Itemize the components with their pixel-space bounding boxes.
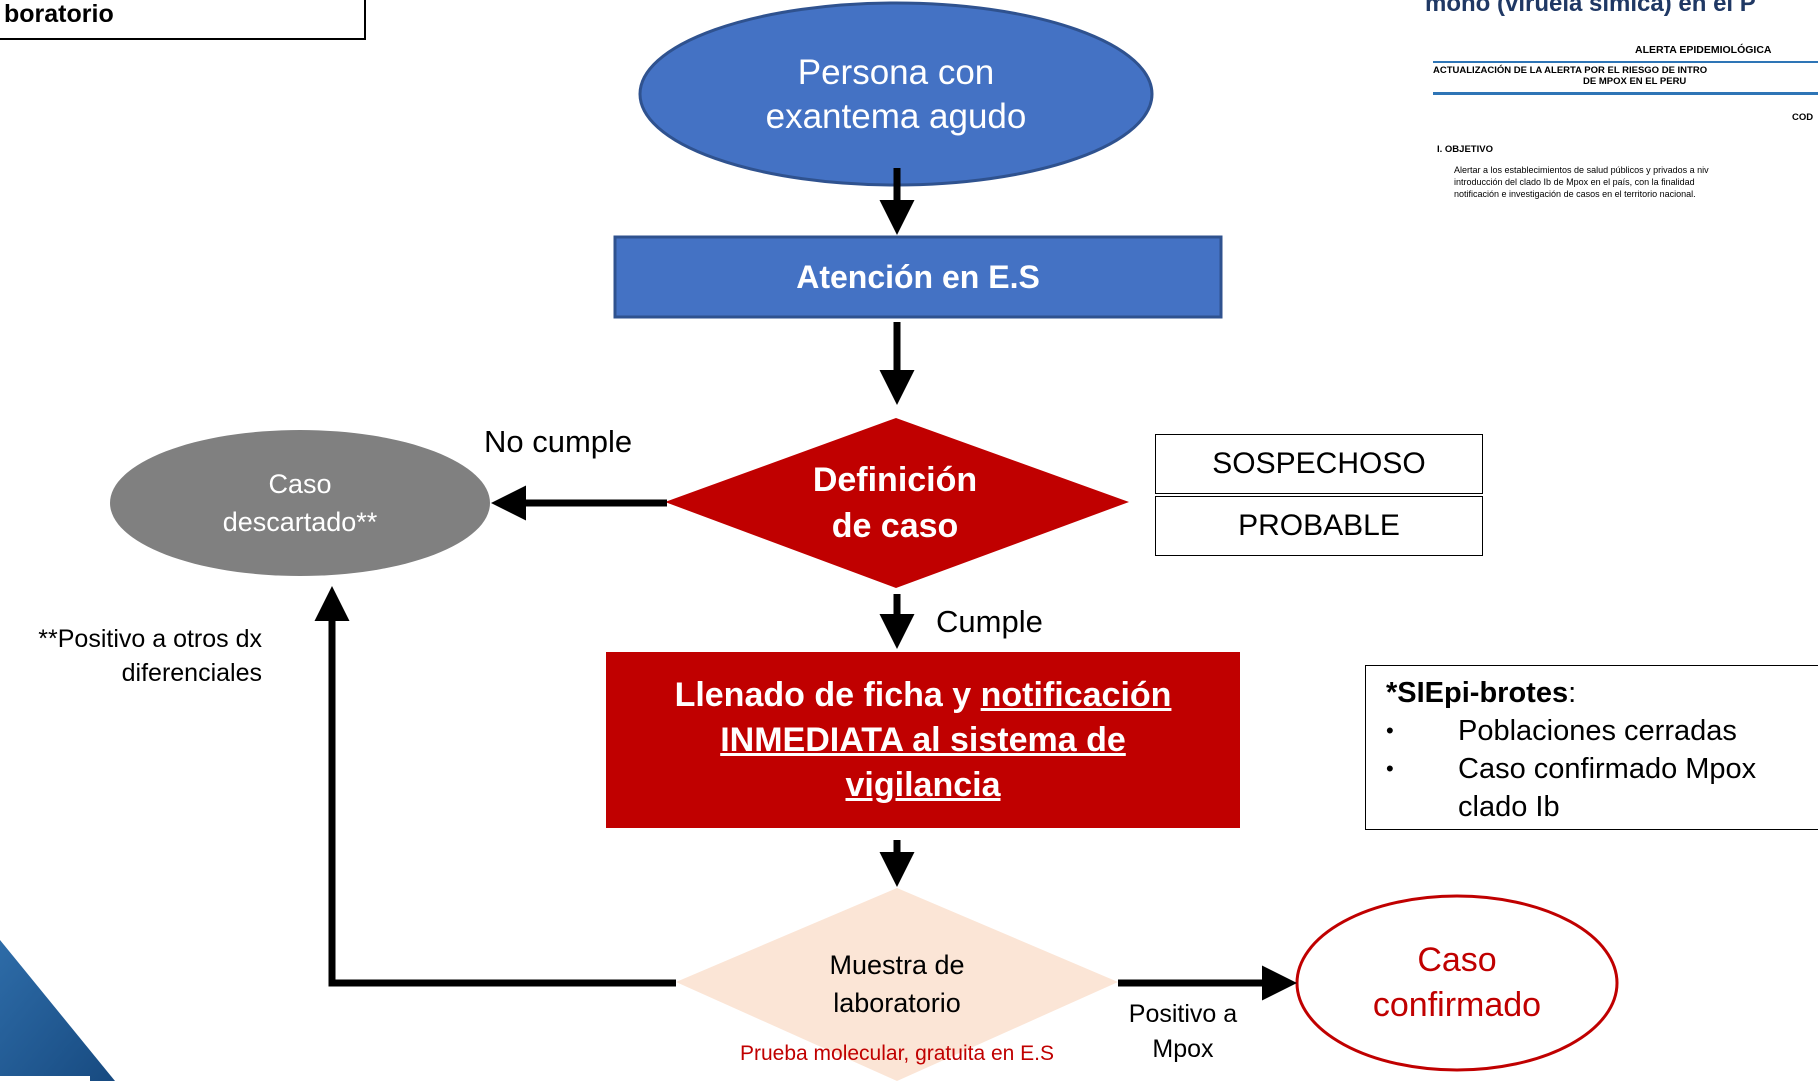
siepi-item: • Poblaciones cerradas [1386, 712, 1818, 750]
llenado-node: Llenado de ficha y notificación INMEDIAT… [606, 652, 1240, 828]
person-node: Persona con exantema agudo [640, 40, 1152, 150]
positivo-otros-label: **Positivo a otros dx diferenciales [10, 622, 262, 690]
positivo-mpox-label: Positivo a Mpox [1098, 995, 1268, 1069]
atencion-node: Atención en E.S [615, 237, 1221, 317]
descartado-node: Caso descartado** [150, 460, 450, 546]
descartado-node-line2: descartado** [222, 507, 378, 537]
alert-doc-body-3: notificación e investigación de casos en… [1454, 189, 1696, 199]
definicion-node: Definición de caso [745, 455, 1045, 551]
positivo-otros-line2: diferenciales [121, 659, 262, 687]
alert-doc-body-1: Alertar a los establecimientos de salud … [1454, 165, 1709, 175]
probable-box: PROBABLE [1155, 496, 1483, 556]
llenado-node-line3: vigilancia [845, 765, 1001, 804]
llenado-line1-underlined: notificación [980, 675, 1172, 714]
sospechoso-box: SOSPECHOSO [1155, 434, 1483, 494]
alert-doc-rule-top [1433, 61, 1818, 63]
atencion-node-label: Atención en E.S [796, 258, 1040, 295]
muestra-node-shape [676, 888, 1118, 1081]
alert-doc-body-2: introducción del clado Ib de Mpox en el … [1454, 177, 1695, 187]
siepi-title: *SIEpi-brotes [1386, 677, 1569, 709]
positivo-mpox-line1: Positivo a [1128, 1000, 1238, 1028]
alert-doc-subtitle-1: ACTUALIZACIÓN DE LA ALERTA POR EL RIESGO… [1433, 65, 1708, 76]
muestra-node: Muestra de laboratorio [776, 944, 1018, 1024]
alert-doc-code: COD [1792, 112, 1814, 123]
confirmado-node: Caso confirmado [1320, 936, 1594, 1030]
alert-title: mono (viruela símica) en el P [1425, 0, 1756, 17]
arrow-muestra-to-descartado [314, 586, 676, 987]
no-cumple-label: No cumple [484, 424, 633, 459]
cumple-label: Cumple [936, 604, 1043, 639]
confirmado-node-line1: Caso [1417, 941, 1497, 979]
llenado-node-shape [606, 652, 1240, 828]
siepi-item: • Caso confirmado Mpox [1386, 750, 1818, 788]
probable-label: PROBABLE [1238, 509, 1400, 542]
definicion-node-shape [665, 418, 1129, 588]
llenado-node-line2: INMEDIATA al sistema de [720, 720, 1126, 759]
muestra-node-line1: Muestra de [829, 950, 965, 980]
alert-doc-subtitle-2: DE MPOX EN EL PERU [1583, 76, 1687, 87]
definicion-node-line1: Definición [812, 461, 978, 499]
alert-doc-rule-bottom [1433, 92, 1818, 95]
positivo-otros-line1: **Positivo a otros dx [38, 625, 262, 653]
alert-doc-section: I. OBJETIVO [1437, 144, 1493, 155]
siepi-brotes-box: *SIEpi-brotes: • Poblaciones cerradas • … [1365, 665, 1818, 830]
llenado-line1-plain: Llenado de ficha y [674, 675, 981, 714]
definicion-node-line2: de caso [831, 507, 959, 545]
atencion-node-shape [613, 235, 1223, 319]
person-node-line1: Persona con [797, 53, 995, 92]
person-node-line2: exantema agudo [765, 97, 1027, 136]
siepi-item-label: clado Ib [1458, 791, 1560, 823]
bullet-icon: • [1386, 718, 1394, 743]
confirmado-node-line2: confirmado [1372, 986, 1542, 1024]
top-left-label-box: boratorio [0, 0, 366, 40]
confirmado-node-shape [1295, 894, 1619, 1072]
siepi-title-row: *SIEpi-brotes: [1386, 674, 1818, 712]
muestra-note: Prueba molecular, gratuita en E.S [739, 1042, 1054, 1065]
bullet-icon: • [1386, 756, 1394, 781]
siepi-item: clado Ib [1386, 788, 1818, 826]
alert-document: ALERTA EPIDEMIOLÓGICA ACTUALIZACIÓN DE L… [1430, 40, 1818, 220]
alert-doc-heading: ALERTA EPIDEMIOLÓGICA [1635, 44, 1772, 56]
sospechoso-label: SOSPECHOSO [1212, 447, 1426, 480]
llenado-node-line1: Llenado de ficha y notificación [675, 673, 1172, 718]
descartado-node-shape [110, 430, 490, 576]
positivo-mpox-line2: Mpox [1152, 1035, 1214, 1063]
siepi-item-label: Poblaciones cerradas [1458, 715, 1737, 747]
siepi-item-label: Caso confirmado Mpox [1458, 753, 1757, 785]
muestra-node-line2: laboratorio [833, 988, 961, 1018]
descartado-node-line1: Caso [268, 469, 332, 499]
siepi-title-colon: : [1568, 677, 1577, 709]
top-left-label: boratorio [4, 0, 114, 28]
